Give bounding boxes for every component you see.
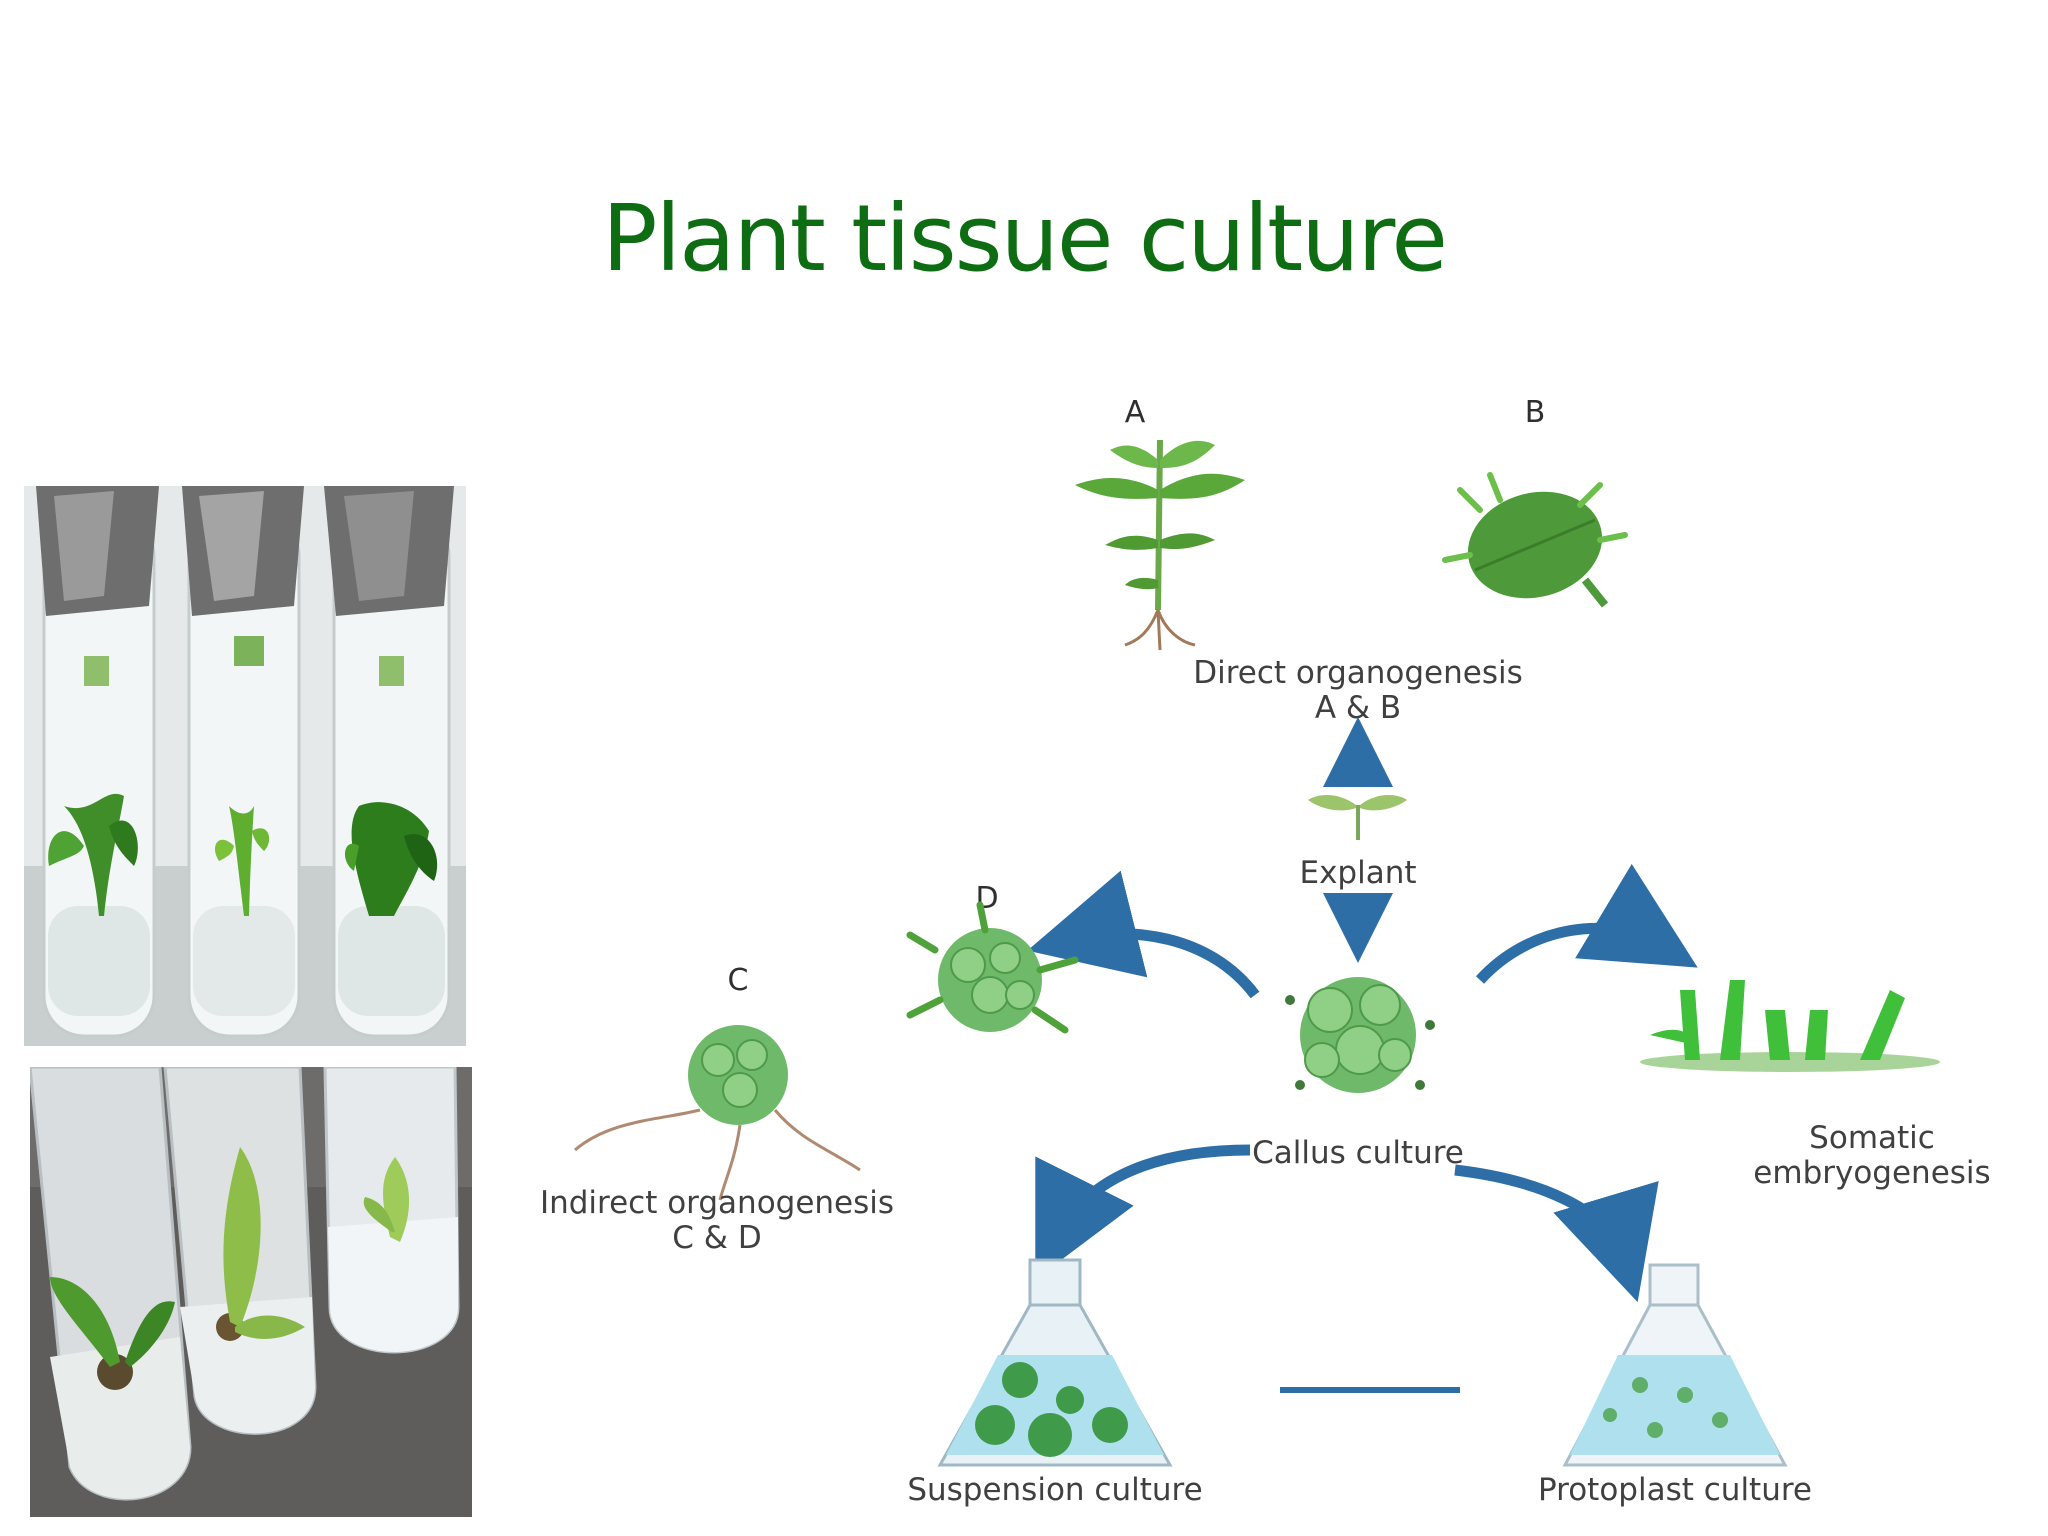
label-a: A bbox=[1125, 395, 1146, 430]
callus-culture-label: Callus culture bbox=[1252, 1135, 1464, 1171]
tissue-culture-diagram: A B D C Direct organogenesis A & B Expla… bbox=[540, 395, 1991, 1508]
label-b: B bbox=[1525, 395, 1546, 430]
direct-organogenesis-label: Direct organogenesis bbox=[1193, 655, 1523, 691]
arrow-to-d-icon bbox=[1027, 870, 1260, 999]
test-tubes-photo-bottom bbox=[30, 1067, 472, 1517]
arrow-to-protoplast-icon bbox=[1454, 1164, 1659, 1303]
arrow-to-suspension-icon bbox=[1035, 1144, 1251, 1280]
label-c: C bbox=[728, 963, 749, 998]
embryogenesis-label: embryogenesis bbox=[1753, 1155, 1990, 1191]
indirect-organogenesis-label: Indirect organogenesis bbox=[540, 1185, 894, 1221]
callus-shoots-d-icon bbox=[906, 901, 1079, 1034]
leaf-b-icon bbox=[1442, 472, 1628, 608]
protoplast-flask-icon bbox=[1562, 1263, 1788, 1467]
indirect-organogenesis-sub: C & D bbox=[672, 1220, 761, 1256]
somatic-embryos-icon bbox=[1640, 980, 1940, 1072]
somatic-label: Somatic bbox=[1809, 1120, 1935, 1156]
direct-organogenesis-sub: A & B bbox=[1315, 690, 1401, 726]
slide-title: Plant tissue culture bbox=[602, 185, 1448, 292]
shoot-a-icon bbox=[1075, 439, 1245, 651]
protoplast-culture-label: Protoplast culture bbox=[1538, 1472, 1812, 1508]
callus-roots-c-icon bbox=[574, 1025, 861, 1201]
suspension-flask-icon bbox=[937, 1258, 1173, 1467]
explant-label: Explant bbox=[1299, 855, 1416, 891]
suspension-culture-label: Suspension culture bbox=[907, 1472, 1202, 1508]
explant-seedling-icon bbox=[1308, 795, 1407, 840]
arrow-to-somatic-icon bbox=[1475, 863, 1698, 984]
callus-icon bbox=[1285, 977, 1435, 1093]
test-tubes-photo-top bbox=[24, 486, 466, 1046]
